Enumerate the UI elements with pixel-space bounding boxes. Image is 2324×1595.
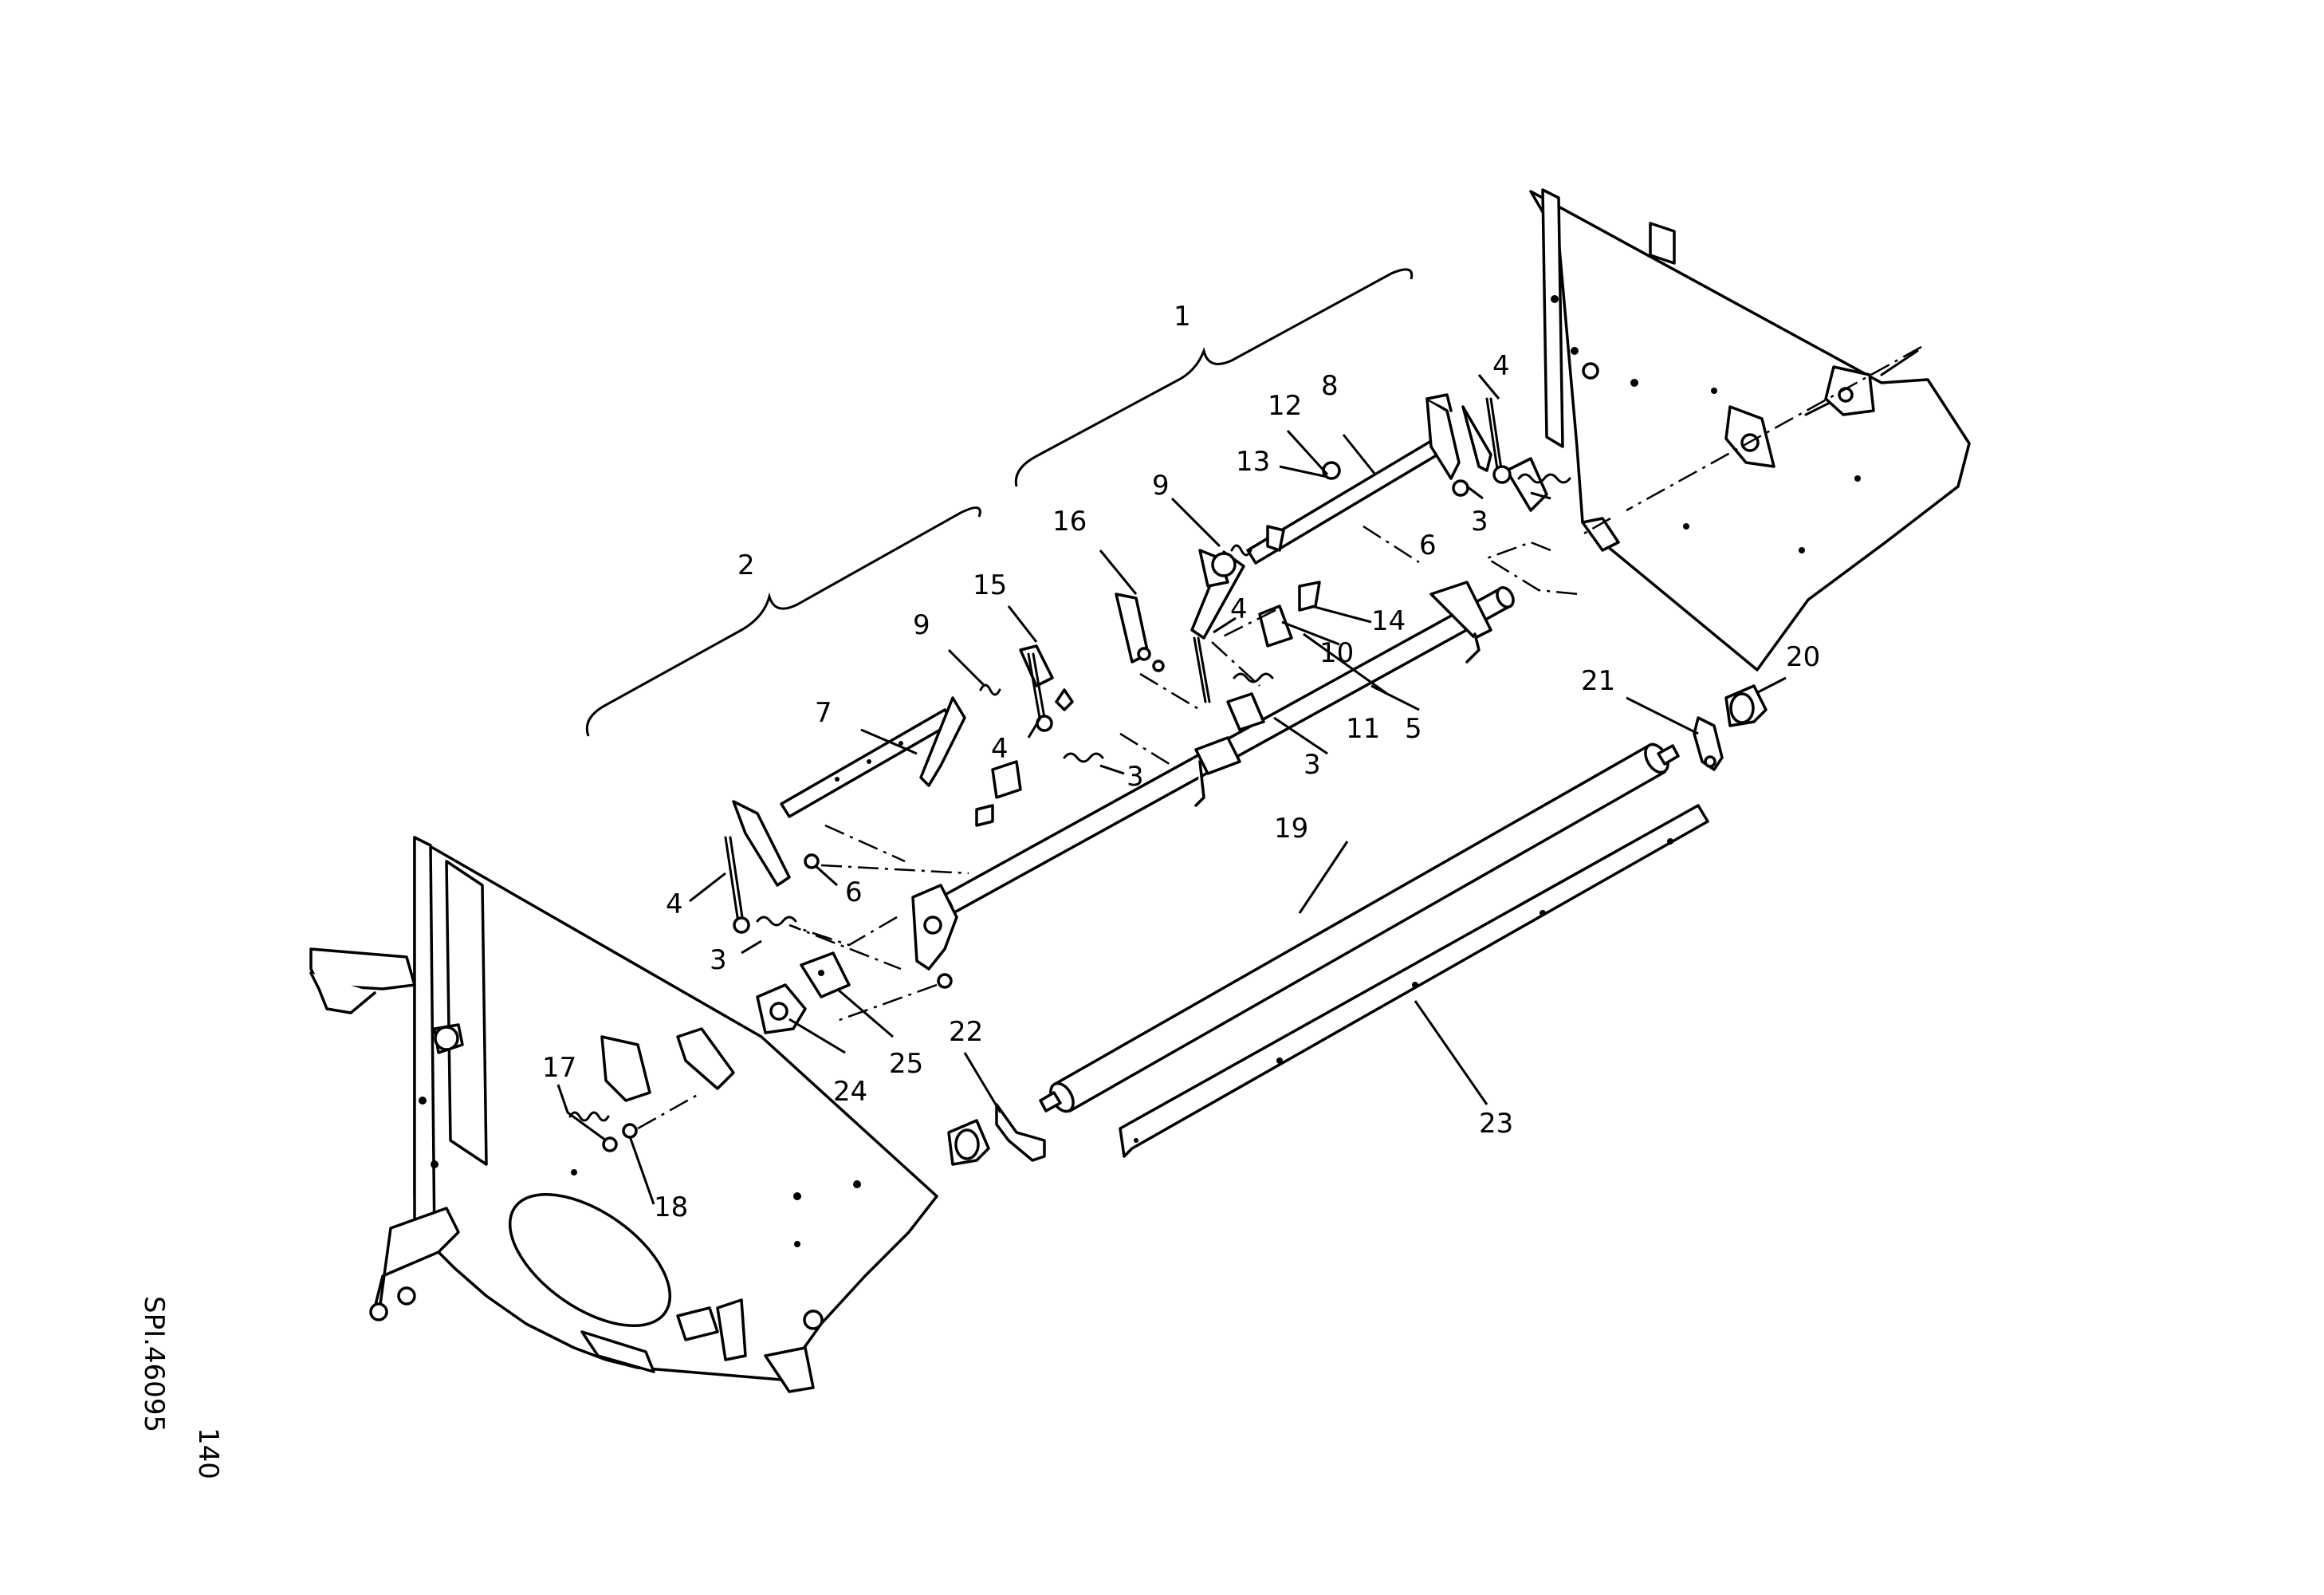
bearing-22-left: [947, 1103, 1046, 1166]
callout-6-left: 6: [845, 876, 863, 908]
callout-19: 19: [1274, 813, 1308, 845]
strip-23: [1119, 804, 1709, 1158]
callout-14: 14: [1371, 605, 1406, 637]
assembly-brace-1: [1014, 268, 1414, 487]
callout-3-right: 3: [1471, 506, 1488, 538]
callout-18: 18: [654, 1191, 688, 1223]
drawing-code: SPI.46095: [138, 1296, 170, 1432]
callout-4-top: 4: [1492, 350, 1510, 382]
compression-spring-parts: [568, 473, 1571, 1122]
callout-4-left-mid: 4: [991, 733, 1009, 765]
assembly-brace-2: [585, 506, 981, 737]
callout-21: 21: [1581, 665, 1615, 697]
bearing-20: [1724, 684, 1768, 727]
callout-4-left: 4: [666, 888, 683, 920]
bracket-25: [800, 951, 851, 998]
callout-12: 12: [1268, 390, 1302, 422]
callout-3-mid: 3: [1304, 749, 1321, 781]
assembly-center-lines: [637, 345, 1922, 1130]
bracket-21: [1693, 716, 1724, 771]
callout-23: 23: [1479, 1108, 1513, 1140]
right-side-plate: [1529, 188, 1971, 671]
callout-22: 22: [949, 1016, 983, 1048]
callout-16: 16: [1052, 506, 1087, 538]
callout-9-left: 9: [913, 609, 930, 641]
left-side-plate: [309, 836, 938, 1393]
callout-3-left-mid: 3: [1127, 761, 1144, 793]
tension-spring-parts: [724, 397, 1512, 934]
callout-17: 17: [542, 1052, 576, 1084]
drawing-identification: 140 SPI.46095: [138, 1296, 224, 1479]
callout-11: 11: [1346, 713, 1380, 745]
callout-9-right: 9: [1152, 470, 1170, 502]
roller-19: [1039, 742, 1680, 1113]
callout-6-right: 6: [1419, 530, 1437, 561]
callout-25: 25: [889, 1048, 923, 1080]
callout-labels: 1 2 4 8 12 13 9 16 3 6 4 14 10 11 5 3 15…: [542, 301, 1820, 1223]
linkage-assembly-1-parts: [1115, 393, 1548, 807]
callout-1: 1: [1174, 301, 1191, 333]
leader-lines: [556, 374, 1787, 1205]
callout-15: 15: [973, 569, 1007, 601]
callout-5: 5: [1405, 713, 1422, 745]
callout-13: 13: [1236, 446, 1270, 478]
callout-2: 2: [737, 549, 755, 581]
callout-24: 24: [833, 1076, 867, 1108]
callout-8: 8: [1321, 370, 1339, 402]
nut-18: [622, 1123, 638, 1139]
linkage-assembly-2-parts: [732, 644, 1074, 989]
callout-4-mid: 4: [1230, 593, 1248, 625]
callout-3-left: 3: [710, 944, 727, 976]
callout-10: 10: [1319, 637, 1354, 669]
sheet-number: 140: [192, 1428, 224, 1479]
callout-20: 20: [1786, 641, 1820, 673]
callout-7: 7: [815, 697, 832, 729]
bolt-17: [566, 1111, 618, 1152]
